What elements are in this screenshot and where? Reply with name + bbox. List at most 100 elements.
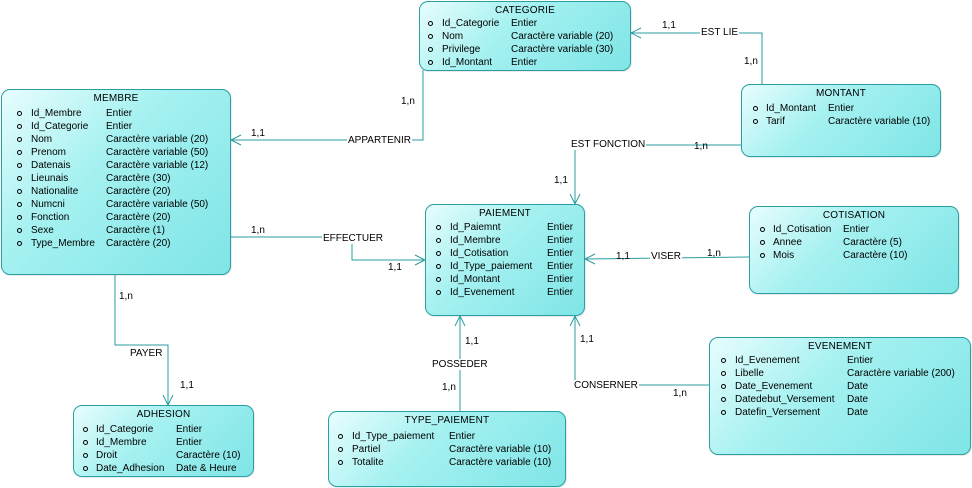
attribute-bullet-icon	[17, 176, 22, 181]
relation-posseder[interactable]: POSSEDER	[431, 359, 489, 370]
entity-title: TYPE_PAIEMENT	[404, 415, 490, 426]
attribute-name: Id_Membre	[96, 437, 147, 448]
relation-viser[interactable]: VISER	[650, 251, 683, 262]
attribute-type: Entier	[847, 355, 874, 366]
attribute-type: Caractère (10)	[843, 250, 908, 261]
attribute-name: Id_Montant	[450, 274, 501, 285]
attribute-name: Id_Cotisation	[773, 224, 832, 235]
attribute-bullet-icon	[436, 264, 441, 269]
cardinality-paiement-effectuer: 1,1	[388, 262, 402, 273]
entity-title: EVENEMENT	[807, 341, 873, 352]
attribute-bullet-icon	[338, 447, 343, 452]
attribute-name: Id_Categorie	[31, 121, 89, 132]
attribute-type: Caractère (20)	[106, 238, 171, 249]
attribute-type: Caractère variable (200)	[847, 368, 955, 379]
link-conserner	[574, 316, 709, 386]
attribute-type: Caractère (1)	[106, 225, 165, 236]
entity-title: MEMBRE	[93, 93, 139, 104]
crowfoot-paiement-conserner	[569, 314, 581, 327]
attribute-bullet-icon	[17, 215, 22, 220]
entity-title: MONTANT	[815, 88, 867, 99]
attribute-type: Entier	[547, 274, 574, 285]
cardinality-paiement-viser: 1,1	[616, 251, 630, 262]
attribute-bullet-icon	[436, 251, 441, 256]
attribute-bullet-icon	[17, 124, 22, 129]
attribute-name: Libelle	[735, 368, 764, 379]
entity-title: ADHESION	[136, 409, 191, 420]
attribute-name: Id_Membre	[31, 108, 82, 119]
relation-est-fonction[interactable]: EST FONCTION	[570, 139, 647, 150]
attribute-type: Entier	[176, 437, 203, 448]
relation-appartenir[interactable]: APPARTENIR	[347, 135, 412, 146]
entity-title: CATEGORIE	[495, 5, 555, 16]
attribute-type: Date	[847, 407, 869, 418]
attribute-bullet-icon	[17, 150, 22, 155]
attribute-name: Date_Adhesion	[96, 463, 165, 474]
attribute-type: Caractère (5)	[843, 237, 902, 248]
attribute-name: Id_Paiemnt	[450, 222, 501, 233]
attribute-name: Datenais	[31, 160, 71, 171]
attribute-type: Caractère variable (30)	[511, 44, 614, 55]
link-est-lie	[631, 32, 763, 84]
attribute-bullet-icon	[721, 384, 726, 389]
attribute-type: Entier	[828, 103, 855, 114]
attribute-type: Entier	[449, 431, 476, 442]
relation-effectuer[interactable]: EFFECTUER	[322, 233, 384, 244]
attribute-bullet-icon	[428, 60, 433, 65]
attribute-type: Date	[847, 394, 869, 405]
attribute-bullet-icon	[428, 21, 433, 26]
attribute-name: Id_Cotisation	[450, 248, 509, 259]
attribute-name: Id_Montant	[442, 57, 493, 68]
attribute-name: Nationalite	[31, 186, 79, 197]
attribute-bullet-icon	[83, 440, 88, 445]
attribute-type: Entier	[106, 108, 133, 119]
attribute-bullet-icon	[338, 460, 343, 465]
attribute-bullet-icon	[721, 371, 726, 376]
crowfoot-paiement-posseder	[454, 314, 466, 327]
attribute-name: Prenom	[31, 147, 67, 158]
attribute-type: Date	[847, 381, 869, 392]
attribute-name: Id_Evenement	[450, 287, 515, 298]
attribute-bullet-icon	[17, 163, 22, 168]
attribute-type: Caractère variable (10)	[828, 116, 931, 127]
cardinality-evenement-conserner: 1,n	[673, 388, 687, 399]
attribute-name: Tarif	[766, 116, 785, 127]
cardinality-membre-payer: 1,n	[119, 291, 133, 302]
attribute-type: Entier	[547, 235, 574, 246]
relation-payer[interactable]: PAYER	[129, 348, 164, 359]
link-est-fonction	[574, 144, 741, 204]
attribute-bullet-icon	[436, 225, 441, 230]
attribute-bullet-icon	[83, 466, 88, 471]
crowfoot-paiement-viser	[583, 253, 596, 265]
attribute-name: Droit	[96, 450, 118, 461]
attribute-type: Caractère variable (50)	[106, 199, 209, 210]
attribute-bullet-icon	[753, 119, 758, 124]
relation-conserner[interactable]: CONSERNER	[573, 380, 639, 391]
attribute-name: Fonction	[31, 212, 70, 223]
cardinality-membre-appartenir: 1,1	[251, 128, 265, 139]
entity-title: PAIEMENT	[479, 208, 531, 219]
relation-est-lie[interactable]: EST LIE	[700, 27, 740, 38]
cardinality-type-paiement-posseder: 1,n	[442, 382, 456, 393]
attribute-type: Caractère variable (10)	[449, 457, 552, 468]
attribute-name: Mois	[773, 250, 795, 261]
attribute-type: Caractère variable (20)	[106, 134, 209, 145]
attribute-bullet-icon	[436, 290, 441, 295]
cardinality-paiement-conserner: 1,1	[580, 334, 594, 345]
attribute-name: Privilege	[442, 44, 481, 55]
cardinality-categorie-appartenir: 1,n	[401, 96, 415, 107]
attribute-type: Entier	[176, 424, 203, 435]
attribute-bullet-icon	[760, 227, 765, 232]
attribute-name: Partiel	[352, 444, 381, 455]
attribute-type: Entier	[547, 222, 574, 233]
cardinality-paiement-posseder: 1,1	[465, 336, 479, 347]
attribute-type: Caractère variable (50)	[106, 147, 209, 158]
